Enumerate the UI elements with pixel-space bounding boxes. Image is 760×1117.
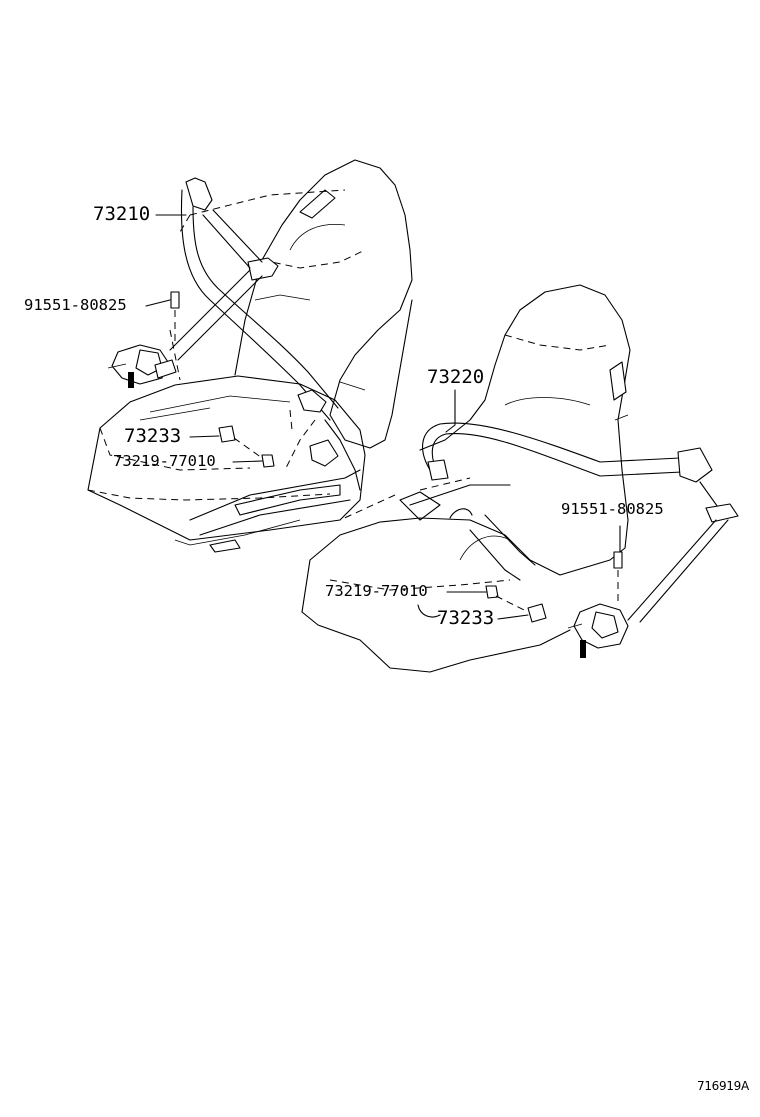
part-label-91551-80825-right: 91551-80825: [561, 500, 664, 518]
part-label-91551-80825-left: 91551-80825: [24, 296, 127, 314]
leader-73219-left: [232, 460, 263, 463]
part-label-73233-right: 73233: [437, 607, 495, 629]
part-label-73220: 73220: [427, 366, 485, 388]
leader-73233-right: [497, 614, 529, 620]
part-label-73219-77010-right: 73219-77010: [325, 582, 428, 600]
part-label-73219-77010-left: 73219-77010: [113, 452, 216, 470]
leader-73220: [445, 389, 456, 433]
left-seat-drawing: [87, 159, 413, 553]
part-label-73210: 73210: [93, 203, 151, 225]
part-label-73233-left: 73233: [124, 425, 182, 447]
right-seat-belt-drawing: [417, 422, 739, 658]
left-seat-belt-drawing: [107, 177, 361, 491]
right-seat-drawing: [301, 284, 631, 673]
leader-lines: [145, 214, 621, 620]
figure-reference-number: 716919A: [697, 1079, 749, 1093]
leader-73233-left: [189, 435, 220, 438]
leader-91551-left: [145, 299, 171, 307]
